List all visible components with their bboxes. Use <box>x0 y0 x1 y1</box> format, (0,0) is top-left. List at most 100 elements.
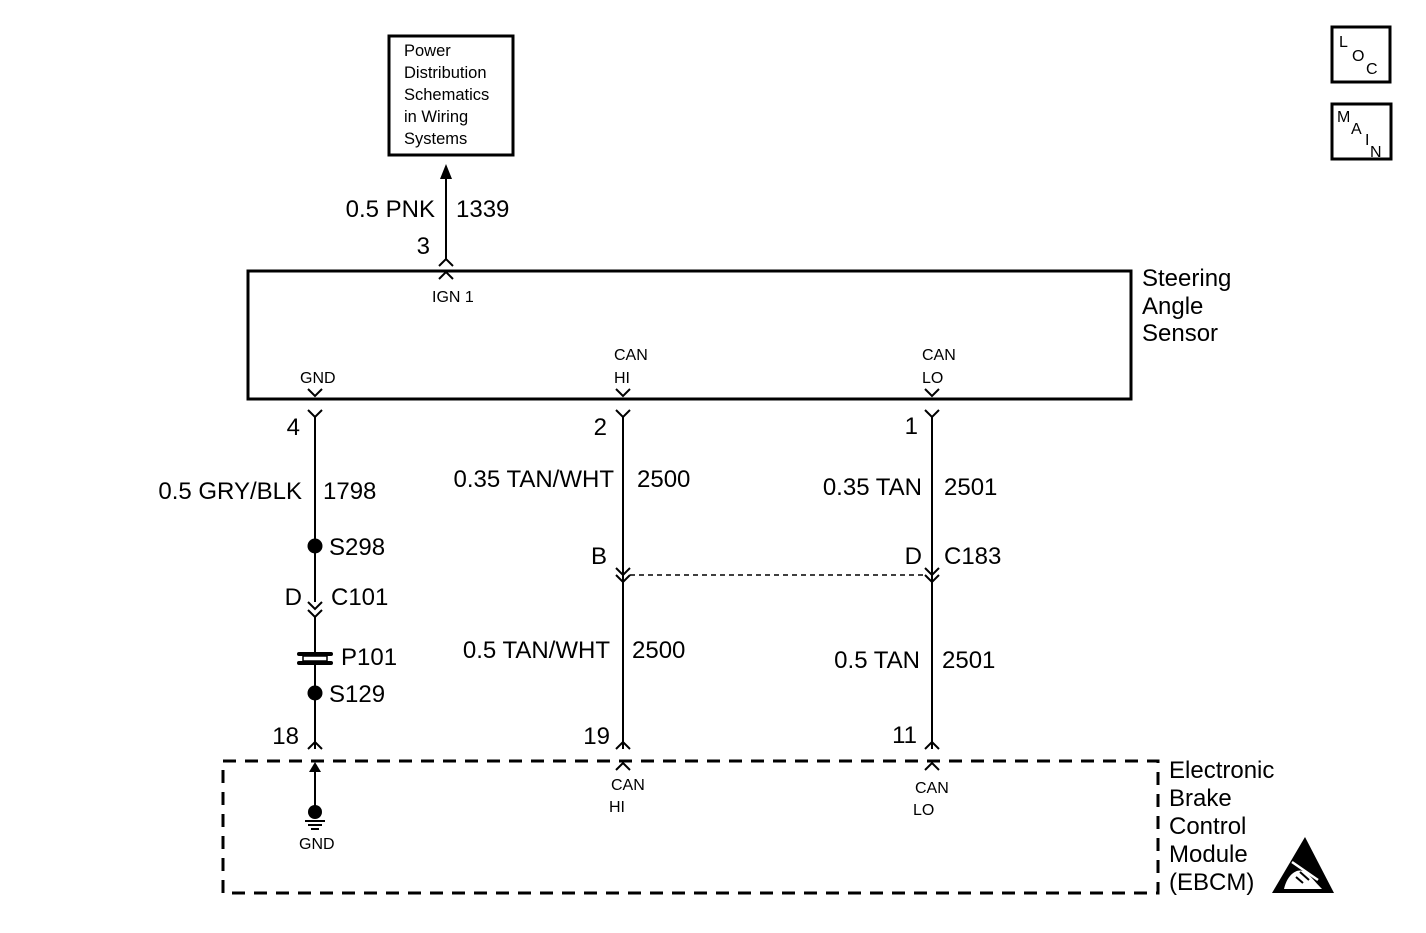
can-hi-wire: 2 0.35 TAN/WHT 2500 B 0.5 TAN/WHT 2500 1… <box>454 414 691 750</box>
gnd-wire-circuit: 1798 <box>323 478 376 505</box>
ebcm-canhi-chevron-lower <box>615 761 631 771</box>
canhi-upper-circuit: 2500 <box>637 466 690 493</box>
canlo-terminal-chevron-lower <box>924 409 940 419</box>
main-button-frame[interactable] <box>1330 102 1393 161</box>
arrow-up-icon <box>440 164 452 179</box>
canlo-connector-pin: D <box>905 543 922 570</box>
canlo-connector-chevron-upper <box>924 567 940 577</box>
loc-letter-o: O <box>1352 48 1364 65</box>
splice-dot-icon <box>307 538 323 554</box>
passthrough-bar-bottom <box>297 661 333 665</box>
ebcm-canlo-chevron-upper <box>924 740 940 750</box>
canlo-bottom-pin: 11 <box>892 722 917 749</box>
canlo-upper-circuit: 2501 <box>944 474 997 501</box>
canhi-connector-pin: B <box>591 543 607 570</box>
ebcm-module: Electronic Brake Control Module (EBCM) G… <box>221 740 1334 896</box>
ebcm-name-line-2: Brake <box>1169 785 1232 812</box>
ground-wire: 4 0.5 GRY/BLK 1798 S298 D C101 P101 S129… <box>158 414 397 750</box>
esd-warning-icon <box>1272 837 1334 893</box>
loc-letter-c: C <box>1366 61 1378 78</box>
power-distribution-box[interactable] <box>387 34 515 157</box>
main-letter-m: M <box>1337 109 1350 126</box>
main-letter-a: A <box>1351 121 1362 138</box>
ign-wire-gauge-color: 0.5 PNK <box>346 196 435 223</box>
sensor-name-line-3: Sensor <box>1142 320 1218 347</box>
ign-terminal-chevron-lower <box>438 270 454 280</box>
ebcm-name-line-4: Module <box>1169 841 1248 868</box>
main-letter-n: N <box>1370 144 1382 161</box>
ebcm-name-line-3: Control <box>1169 813 1246 840</box>
sensor-canlo-label-1: CAN <box>922 347 956 364</box>
sensor-gnd-label: GND <box>300 370 336 387</box>
ground-node-dot <box>308 805 322 819</box>
ebcm-canhi-label-1: CAN <box>611 777 645 794</box>
sensor-name-line-2: Angle <box>1142 293 1203 320</box>
sensor-canlo-label-2: LO <box>922 370 943 387</box>
gnd-connector-pin: D <box>285 584 302 611</box>
steering-angle-sensor: Steering Angle Sensor IGN 1 GND CAN HI C… <box>246 257 1231 419</box>
sensor-ign-label: IGN 1 <box>432 289 474 306</box>
canhi-connector-chevron-upper <box>615 567 631 577</box>
sensor-canhi-label-1: CAN <box>614 347 648 364</box>
passthrough-grommet-icon <box>302 655 328 662</box>
loc-button[interactable]: L O C <box>1330 25 1392 84</box>
loc-button-frame[interactable] <box>1330 25 1392 84</box>
canlo-lower-circuit: 2501 <box>942 647 995 674</box>
canlo-lower-gauge-color: 0.5 TAN <box>834 647 920 674</box>
can-lo-wire: 1 0.35 TAN 2501 D C183 0.5 TAN 2501 11 <box>823 413 1001 749</box>
power-distribution-reference[interactable]: Power Distribution Schematics in Wiring … <box>387 34 515 157</box>
canhi-lower-circuit: 2500 <box>632 637 685 664</box>
gnd-splice1-label: S298 <box>329 534 385 561</box>
canlo-connector-chevron-lower <box>924 574 940 584</box>
sensor-canhi-label-2: HI <box>614 370 630 387</box>
ebcm-gnd-label: GND <box>299 836 335 853</box>
passthrough-bar-top <box>297 652 333 656</box>
c101-chevron-upper <box>307 601 323 611</box>
ebcm-box <box>221 759 1160 895</box>
ebcm-gnd-chevron <box>307 740 323 750</box>
gnd-splice2-label: S129 <box>329 681 385 708</box>
ebcm-canhi-label-2: HI <box>609 799 625 816</box>
canlo-top-pin: 1 <box>905 413 918 440</box>
power-box-line-5: Systems <box>404 130 467 148</box>
splice-dot-icon <box>307 685 323 701</box>
power-box-line-4: in Wiring <box>404 108 468 126</box>
loc-letter-l: L <box>1339 34 1348 51</box>
canhi-terminal-chevron-upper <box>615 388 631 398</box>
canhi-connector-chevron-lower <box>615 574 631 584</box>
gnd-connector-label: C101 <box>331 584 388 611</box>
gnd-passthrough-label: P101 <box>341 644 397 671</box>
ebcm-canlo-label-2: LO <box>913 802 934 819</box>
gnd-terminal-chevron-upper <box>307 388 323 398</box>
ebcm-name-line-1: Electronic <box>1169 757 1274 784</box>
gnd-wire-bottom-pin: 18 <box>272 723 299 750</box>
c101-chevron-lower <box>307 609 323 619</box>
gnd-wire-top-pin: 4 <box>287 414 300 441</box>
ign-terminal-chevron-upper <box>438 257 454 267</box>
main-letter-i: I <box>1365 132 1369 149</box>
sensor-box <box>246 269 1133 401</box>
ign-wire-pin: 3 <box>417 233 430 260</box>
ign-wire: 0.5 PNK 1339 3 <box>346 164 509 260</box>
canhi-bottom-pin: 19 <box>583 723 610 750</box>
power-box-line-1: Power <box>404 42 451 60</box>
power-box-line-2: Distribution <box>404 64 487 82</box>
gnd-wire-gauge-color: 0.5 GRY/BLK <box>158 478 302 505</box>
gnd-terminal-chevron-lower <box>307 409 323 419</box>
canhi-lower-gauge-color: 0.5 TAN/WHT <box>463 637 610 664</box>
canlo-terminal-chevron-upper <box>924 388 940 398</box>
ebcm-canlo-label-1: CAN <box>915 780 949 797</box>
ebcm-canlo-chevron-lower <box>924 761 940 771</box>
main-button[interactable]: M A I N <box>1330 102 1393 161</box>
ebcm-canhi-chevron-upper <box>615 740 631 750</box>
power-box-line-3: Schematics <box>404 86 489 104</box>
canlo-upper-gauge-color: 0.35 TAN <box>823 474 922 501</box>
ign-wire-circuit: 1339 <box>456 196 509 223</box>
canhi-terminal-chevron-lower <box>615 409 631 419</box>
sensor-name-line-1: Steering <box>1142 265 1231 292</box>
canhi-top-pin: 2 <box>594 414 607 441</box>
arrow-up-icon <box>309 762 321 772</box>
canlo-connector-label: C183 <box>944 543 1001 570</box>
canhi-upper-gauge-color: 0.35 TAN/WHT <box>454 466 615 493</box>
